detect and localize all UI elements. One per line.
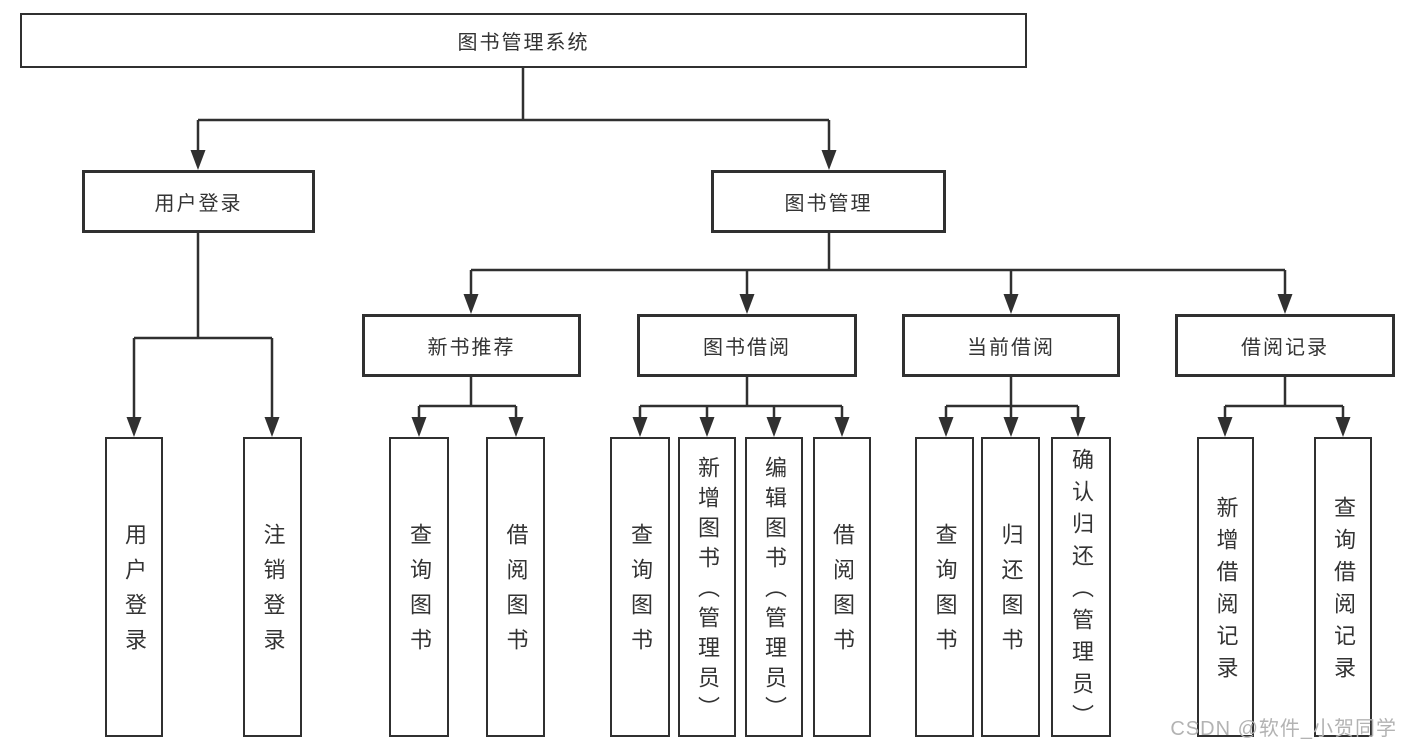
leaf-query-books-2-label: 查询图书	[628, 523, 653, 663]
leaf-query-borrow-record-label: 查询借阅记录	[1331, 496, 1356, 688]
node-current-borrow-label: 当前借阅	[967, 337, 1055, 359]
leaf-add-books-admin-label: 新增图书（管理员）	[695, 456, 720, 726]
node-current-borrow: 当前借阅	[902, 314, 1120, 377]
leaf-query-books-1: 查询图书	[389, 437, 449, 737]
leaf-query-books-3-label: 查询图书	[932, 523, 958, 663]
node-root-label: 图书管理系统	[457, 32, 590, 54]
node-book-management: 图书管理	[711, 170, 946, 233]
leaf-add-borrow-record: 新增借阅记录	[1197, 437, 1254, 737]
leaf-borrow-books-2: 借阅图书	[813, 437, 871, 737]
leaf-borrow-books-1-label: 借阅图书	[503, 523, 529, 663]
node-root: 图书管理系统	[20, 13, 1027, 68]
node-user-login-label: 用户登录	[154, 193, 243, 215]
leaf-confirm-return-admin: 确认归还（管理员）	[1051, 437, 1111, 737]
node-borrow-records-label: 借阅记录	[1241, 337, 1329, 359]
leaf-logout-label: 注销登录	[260, 523, 286, 663]
leaf-borrow-books-1: 借阅图书	[486, 437, 545, 737]
leaf-return-books: 归还图书	[981, 437, 1040, 737]
node-new-book-recommend: 新书推荐	[362, 314, 581, 377]
leaf-query-books-3: 查询图书	[915, 437, 974, 737]
node-book-borrow-label: 图书借阅	[703, 337, 791, 359]
leaf-return-books-label: 归还图书	[998, 523, 1024, 663]
leaf-edit-books-admin-label: 编辑图书（管理员）	[762, 456, 787, 726]
leaf-add-borrow-record-label: 新增借阅记录	[1213, 496, 1239, 688]
node-book-management-label: 图书管理	[784, 193, 873, 215]
leaf-borrow-books-2-label: 借阅图书	[830, 523, 855, 663]
node-book-borrow: 图书借阅	[637, 314, 857, 377]
leaf-edit-books-admin: 编辑图书（管理员）	[745, 437, 803, 737]
leaf-add-books-admin: 新增图书（管理员）	[678, 437, 736, 737]
leaf-query-books-2: 查询图书	[610, 437, 670, 737]
leaf-query-books-1-label: 查询图书	[407, 523, 432, 663]
leaf-user-login: 用户登录	[105, 437, 163, 737]
leaf-logout: 注销登录	[243, 437, 302, 737]
node-new-book-recommend-label: 新书推荐	[427, 337, 516, 359]
node-borrow-records: 借阅记录	[1175, 314, 1395, 377]
watermark: CSDN @软件_小贺同学	[1170, 718, 1397, 740]
leaf-user-login-label: 用户登录	[122, 523, 147, 663]
leaf-query-borrow-record: 查询借阅记录	[1314, 437, 1372, 737]
node-user-login: 用户登录	[82, 170, 315, 233]
arrowhead-icons	[126, 150, 1351, 437]
leaf-confirm-return-admin-label: 确认归还（管理员）	[1069, 448, 1094, 736]
